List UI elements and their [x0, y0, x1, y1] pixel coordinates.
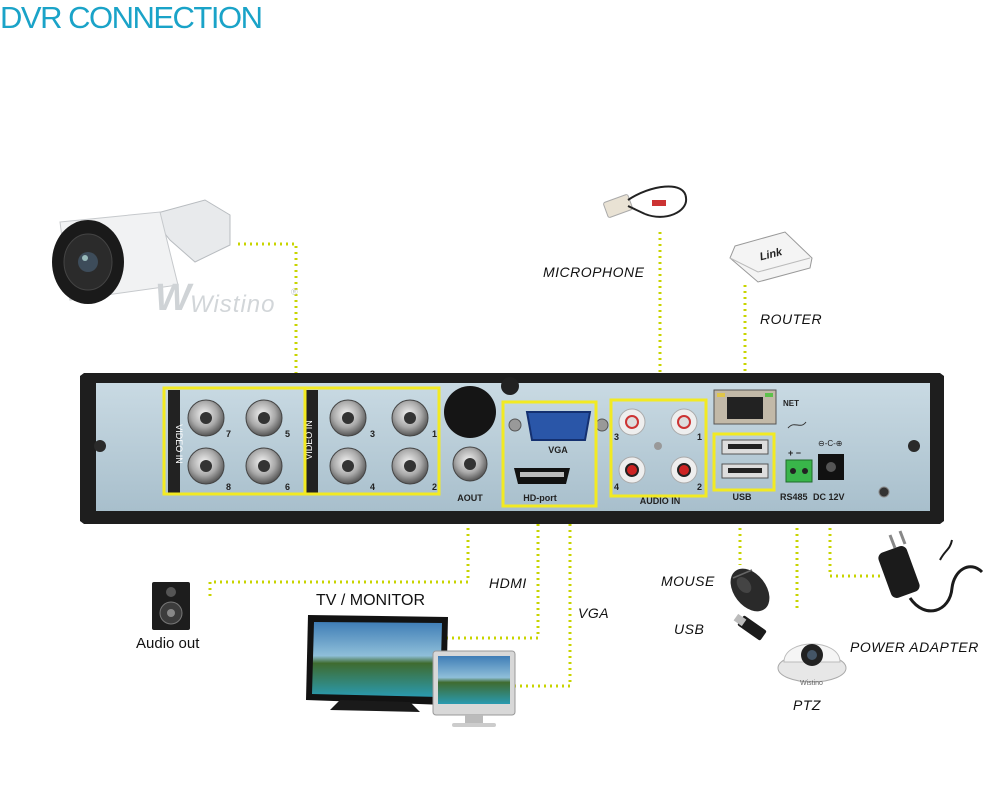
aout-line: [208, 504, 470, 598]
svg-text:2: 2: [697, 482, 702, 492]
audio-in-jacks: [618, 408, 698, 484]
bnc-connectors: [187, 399, 488, 485]
brand-watermark: Wistino: [190, 291, 275, 318]
video-in-box-right: [303, 386, 441, 496]
video-in-right-label: VIDEO IN: [304, 420, 314, 460]
audio-in-box: [609, 398, 708, 498]
usb-port-label: USB: [732, 492, 752, 502]
monitor-icon: [306, 615, 516, 727]
audio-in-label: AUDIO IN: [640, 496, 681, 506]
usb-label: USB: [674, 621, 705, 637]
svg-text:3: 3: [370, 429, 375, 439]
connector-lines: [208, 232, 880, 688]
usb-stick-icon: [733, 613, 767, 641]
camera-line: [238, 242, 298, 392]
video-in-left-label: VIDEO IN: [174, 424, 184, 464]
registered-mark: ®: [291, 287, 298, 297]
tv-monitor-label: TV / MONITOR: [316, 592, 426, 609]
router-icon: Link: [729, 231, 813, 283]
dome-brand: Wistino: [800, 680, 823, 687]
brand-watermark-w: W: [155, 277, 194, 319]
hd-port-label: HD-port: [523, 493, 557, 503]
mouse-label: MOUSE: [661, 573, 715, 589]
svg-text:6: 6: [285, 482, 290, 492]
net-label: NET: [783, 399, 799, 408]
rs485-label: RS485: [780, 492, 808, 502]
svg-text:1: 1: [432, 429, 437, 439]
highlight-boxes: [162, 386, 776, 508]
aout-label: AOUT: [457, 493, 483, 503]
svg-text:7: 7: [226, 429, 231, 439]
svg-text:8: 8: [226, 482, 231, 492]
power-adapter-label: POWER ADAPTER: [850, 639, 979, 655]
hdmi-label: HDMI: [489, 575, 527, 591]
speaker-icon: [152, 582, 190, 630]
usb-box: [712, 432, 776, 492]
audio-out-label: Audio out: [136, 635, 200, 652]
mouse-icon: [730, 568, 770, 612]
router-label: ROUTER: [760, 311, 823, 327]
rs485-polarity: + −: [788, 448, 801, 458]
ptz-label: PTZ: [793, 697, 821, 713]
vga-port-label: VGA: [548, 445, 568, 455]
page-title: DVR CONNECTION: [0, 0, 263, 35]
fan-icon: [444, 386, 496, 438]
dvr-unit: VIDEO IN VIDEO IN 7 5 3 1 8 6 4 2 AOUT: [80, 373, 944, 524]
svg-text:3: 3: [614, 432, 619, 442]
microphone-label: MICROPHONE: [543, 264, 645, 280]
vga-port: [525, 411, 592, 441]
vga-line: [515, 506, 572, 688]
router-brand: Link: [759, 246, 785, 263]
svg-text:2: 2: [432, 482, 437, 492]
camera-icon: [52, 199, 231, 304]
svg-text:4: 4: [614, 482, 619, 492]
vga-hdmi-box: [501, 400, 598, 508]
dc-label: DC 12V: [813, 492, 845, 502]
dc-symbol: ⊖-C-⊕: [818, 439, 843, 448]
svg-text:4: 4: [370, 482, 375, 492]
rs485-terminal: [785, 459, 813, 483]
vga-label: VGA: [578, 605, 610, 621]
dome-camera-icon: Wistino: [777, 643, 847, 687]
bnc-numbers: 7 5 3 1 8 6 4 2: [226, 429, 437, 492]
svg-text:1: 1: [697, 432, 702, 442]
svg-text:5: 5: [285, 429, 290, 439]
hdmi-line: [445, 506, 540, 640]
power-adapter-icon: [878, 530, 984, 613]
microphone-icon: [603, 185, 688, 218]
power-line: [828, 492, 880, 578]
